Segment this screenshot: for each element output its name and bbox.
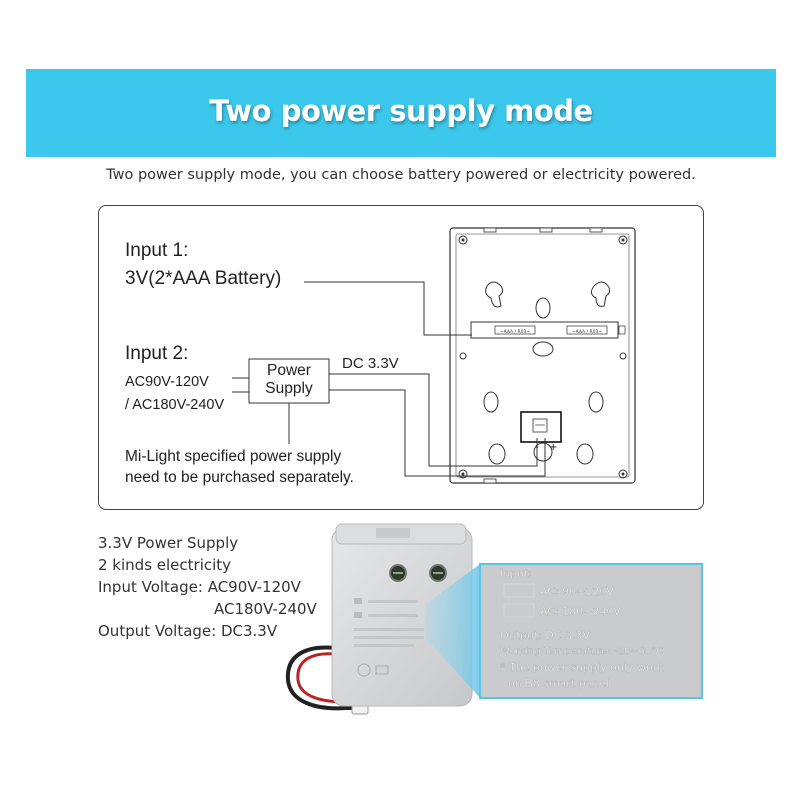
spec-line1: 3.3V Power Supply [98, 534, 239, 552]
power-supply-line1: Power [267, 362, 311, 379]
spec-line4: AC180V-240V [214, 600, 317, 618]
power-supply-label: Power Supply [249, 362, 329, 398]
zoom-note2: on B8 smart panel [508, 677, 609, 690]
spec-line3: Input Voltage: AC90V-120V [98, 578, 301, 596]
subtitle: Two power supply mode, you can choose ba… [106, 167, 696, 183]
input1-value: 3V(2*AAA Battery) [125, 268, 282, 289]
spec-line2: 2 kinds electricity [98, 556, 232, 574]
zoom-temp: Working Temperature: -20~60°C [500, 646, 663, 657]
power-supply-line2: Supply [265, 380, 313, 397]
battery-wire [304, 281, 472, 336]
wiring-lines: ~AAA / R03~ ~AAA / R03~ - + [232, 227, 636, 484]
battery-slot-2-label: ~AAA / R03~ [572, 329, 602, 335]
label-zoom-panel [479, 563, 703, 699]
title-banner: Two power supply mode [26, 69, 776, 157]
input1-label: Input 1: [125, 240, 189, 261]
dc-label: DC 3.3V [342, 355, 399, 372]
wiring-diagram: ~AAA / R03~ ~AAA / R03~ - + Input 1: 3V(… [98, 205, 704, 510]
banner-title: Two power supply mode [209, 94, 593, 128]
input2-ac1: AC90V-120V [125, 374, 209, 390]
input2-ac2: / AC180V-240V [125, 397, 225, 413]
battery-slot-1-label: ~AAA / R03~ [500, 329, 530, 335]
terminal-plus: + [549, 442, 557, 453]
note-line2: need to be purchased separately. [125, 469, 354, 486]
input2-label: Input 2: [125, 343, 189, 364]
power-supply-device: Input: AC: 90~120V AC: 180~240V Output: … [285, 523, 703, 715]
spec-line5: Output Voltage: DC3.3V [98, 622, 278, 640]
zoom-ac2: AC: 180~240V [540, 605, 621, 618]
note-line1: Mi-Light specified power supply [125, 448, 342, 465]
zoom-output: Output: DC 3.3V [500, 629, 591, 642]
zoom-input: Input: [500, 567, 532, 580]
power-supply-box [248, 358, 330, 404]
zoom-note1: * The power supply only work [500, 661, 664, 674]
zoom-ac1: AC: 90~120V [540, 585, 614, 598]
